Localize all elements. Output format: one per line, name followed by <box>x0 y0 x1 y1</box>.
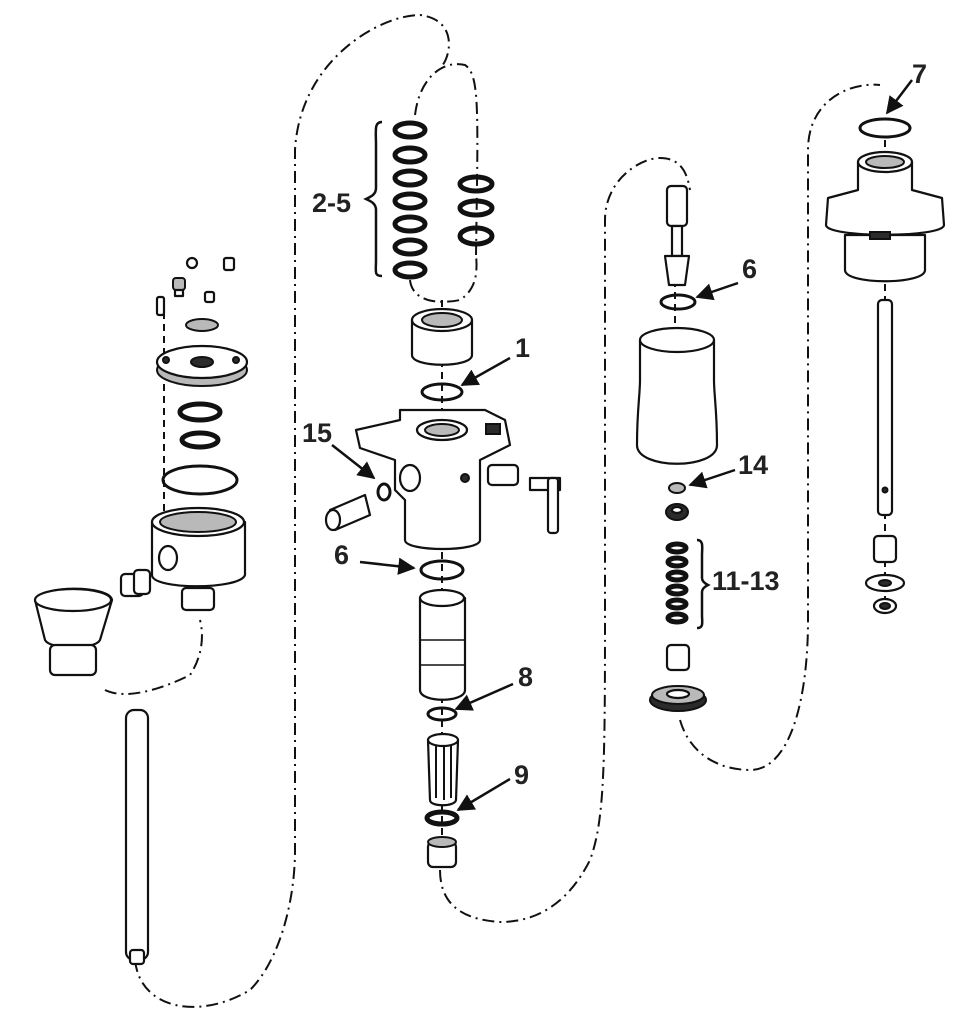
leader-15 <box>331 444 376 480</box>
callout-label-15: 15 <box>302 418 333 448</box>
seal-stack-11-13 <box>665 541 689 625</box>
assembly-path-left <box>104 619 203 696</box>
washer-right <box>864 573 906 593</box>
leader-14 <box>688 468 736 489</box>
large-o-ring <box>161 464 239 496</box>
small-screws <box>155 256 236 317</box>
callout-label-7: 7 <box>912 59 928 89</box>
o-ring-8 <box>426 706 458 722</box>
leader-6-lower <box>359 557 416 575</box>
seal-ring-9 <box>424 809 460 827</box>
connecting-rod-right <box>876 298 894 517</box>
pump-body <box>354 408 512 551</box>
callout-label-1: 1 <box>515 333 531 363</box>
callout-label-11-13: 11-13 <box>712 566 780 596</box>
small-o-ring-15 <box>376 482 392 502</box>
displacement-rod-left <box>124 708 150 966</box>
assembly-path-center <box>439 156 691 924</box>
callout-label-6-lower: 6 <box>334 540 350 570</box>
inlet-fitting-left <box>324 493 372 532</box>
callout-label-2-5: 2-5 <box>312 188 352 218</box>
o-ring-1 <box>420 382 464 402</box>
callout-label-14: 14 <box>738 450 769 480</box>
leader-9 <box>456 777 511 812</box>
seal-stack-2-5 <box>392 120 495 280</box>
pushrod <box>663 184 691 287</box>
callout-label-9: 9 <box>514 760 530 790</box>
assembly-path-main <box>134 13 450 1008</box>
piston-valve <box>426 732 460 807</box>
assembly-path-seals-lower <box>409 254 478 303</box>
mounting-plate <box>155 344 249 387</box>
outer-sleeve <box>635 326 719 465</box>
motor-adapter <box>824 150 946 283</box>
bracket-11-13 <box>696 538 711 630</box>
cylinder-sleeve <box>418 588 467 701</box>
washer-14 <box>668 482 686 494</box>
funnel-cup <box>33 587 114 677</box>
bottom-valve-seat <box>426 836 458 869</box>
upper-washer <box>185 318 219 332</box>
callout-label-8: 8 <box>518 662 534 692</box>
left-assembly <box>33 256 249 966</box>
o-ring-6-lower <box>419 559 465 581</box>
leader-7 <box>885 79 913 115</box>
assembly-path-right <box>679 83 881 772</box>
nut-right <box>872 597 898 615</box>
base-washer <box>649 685 707 712</box>
o-ring-7 <box>858 117 912 139</box>
outlet-fitting <box>486 463 562 535</box>
gland-nut <box>410 307 474 366</box>
callout-label-6-upper: 6 <box>742 254 758 284</box>
bracket-2-5 <box>363 120 383 278</box>
hex-fitting-left <box>119 568 152 598</box>
o-ring-6-upper <box>659 293 697 311</box>
bushing-right <box>872 534 898 564</box>
nut-upper <box>665 503 689 521</box>
leader-8 <box>454 682 514 711</box>
cup-housing <box>150 506 247 612</box>
spacer <box>665 643 691 672</box>
seal-rings-left <box>177 401 223 450</box>
leader-6-upper <box>695 281 739 301</box>
leader-1 <box>460 356 511 387</box>
